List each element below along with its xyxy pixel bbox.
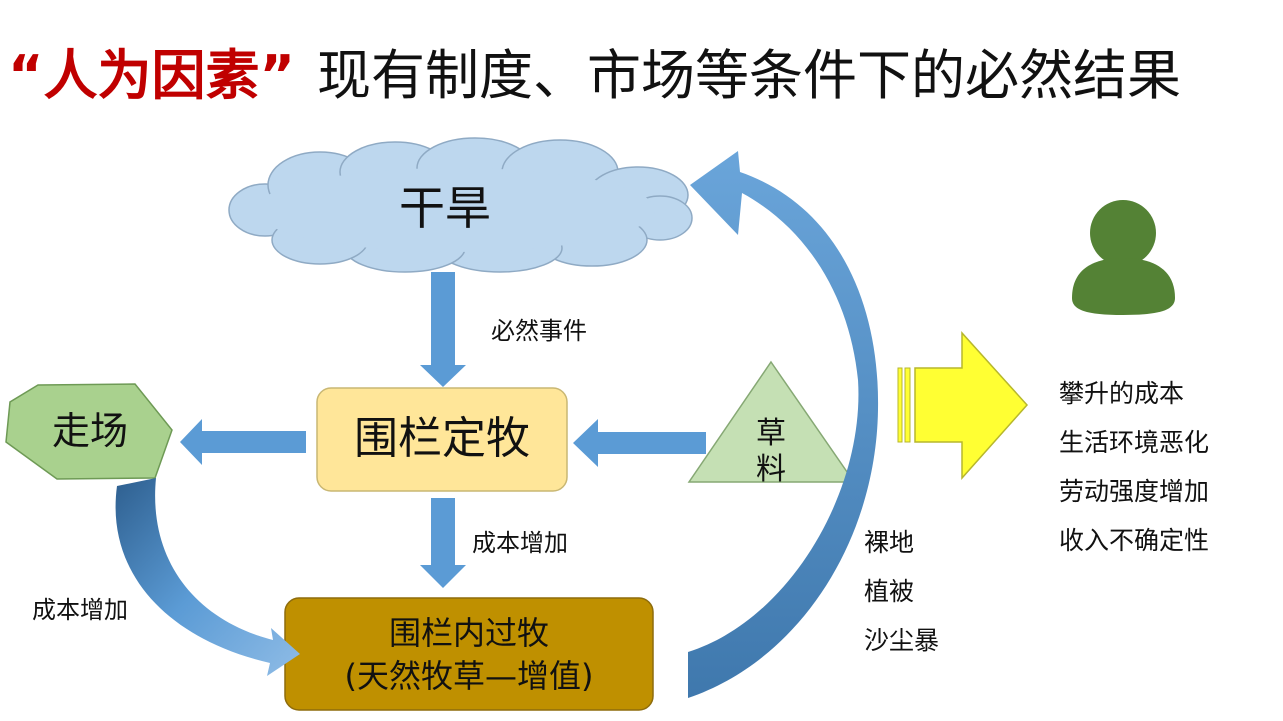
- drought-cloud: [228, 137, 693, 273]
- arrow-walking-to-overgrazing: [115, 478, 300, 676]
- consequence-item: 生活环境恶化: [1059, 428, 1210, 457]
- consequence-arrow: [897, 331, 1029, 480]
- consequence-item: 收入不确定性: [1059, 526, 1210, 555]
- arrow-fencing-to-walking: [180, 419, 306, 465]
- walking-shape: [5, 383, 173, 480]
- overgrazing-label-1: 围栏内过牧: [388, 614, 549, 652]
- title-rest: 现有制度、市场等条件下的必然结果: [316, 44, 1181, 107]
- fencing-box: [316, 387, 568, 492]
- walking-label: 走场: [51, 409, 128, 453]
- page-title: “人为因素” 现有制度、市场等条件下的必然结果: [8, 38, 1181, 114]
- fencing-label: 围栏定牧: [354, 413, 530, 464]
- drought-label: 干旱: [399, 181, 491, 235]
- person-icon: [1072, 200, 1175, 315]
- overgrazing-label-2: (天然牧草—增值): [344, 657, 594, 695]
- cost-increase-left-label: 成本增加: [32, 596, 128, 624]
- arrow-fencing-to-overgrazing: [420, 498, 466, 588]
- cost-increase-center-label: 成本增加: [472, 529, 568, 557]
- title-highlight: “人为因素”: [8, 44, 295, 107]
- arrow-feed-to-fencing: [573, 419, 706, 467]
- effect-item: 植被: [864, 577, 915, 606]
- grass-feed-label-1: 草: [756, 416, 786, 451]
- grass-feed-triangle: [687, 360, 856, 483]
- inevitable-event-label: 必然事件: [491, 317, 587, 345]
- effects-list: 裸地 植被 沙尘暴: [864, 518, 939, 665]
- grass-feed-label-2: 料: [756, 452, 786, 487]
- arrow-drought-to-fencing: [420, 272, 466, 387]
- arrow-overgrazing-to-drought: [688, 151, 879, 698]
- consequence-item: 攀升的成本: [1059, 379, 1185, 408]
- effect-item: 裸地: [864, 528, 915, 557]
- consequence-item: 劳动强度增加: [1059, 477, 1210, 506]
- consequences-list: 攀升的成本 生活环境恶化 劳动强度增加 收入不确定性: [1059, 369, 1209, 565]
- effect-item: 沙尘暴: [864, 626, 940, 655]
